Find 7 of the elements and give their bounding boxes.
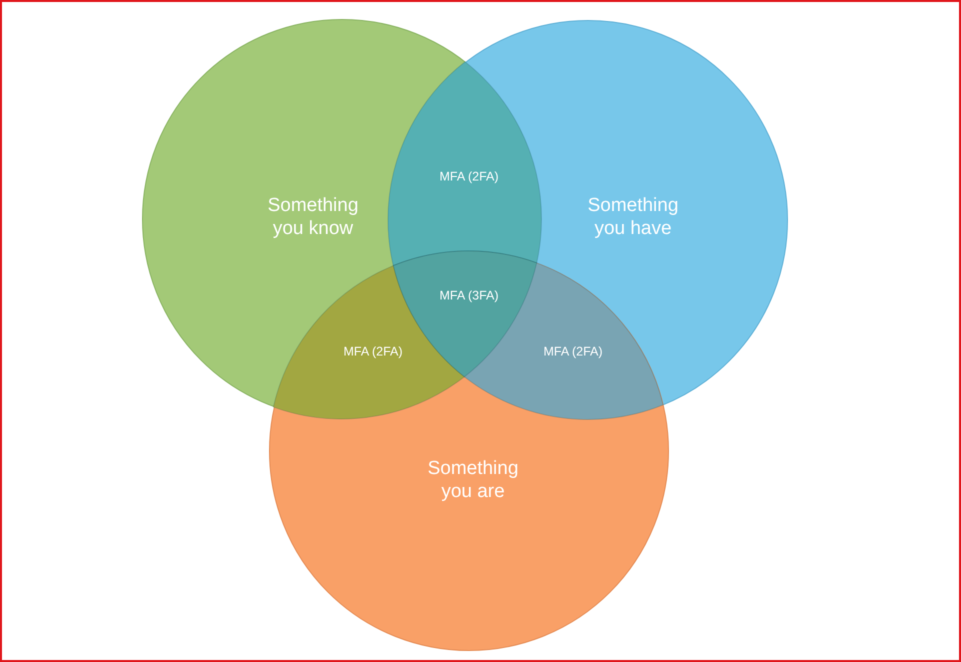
overlap-label: MFA (3FA) [439, 288, 499, 304]
overlap-label: MFA (2FA) [439, 170, 499, 184]
overlap-label: MFA (2FA) [543, 344, 603, 360]
circle-label: Something you have [586, 194, 680, 240]
overlap-label: MFA (2FA) [343, 344, 403, 360]
circle-label: Something you know [266, 194, 360, 240]
circle-label: Something you are [426, 457, 520, 503]
